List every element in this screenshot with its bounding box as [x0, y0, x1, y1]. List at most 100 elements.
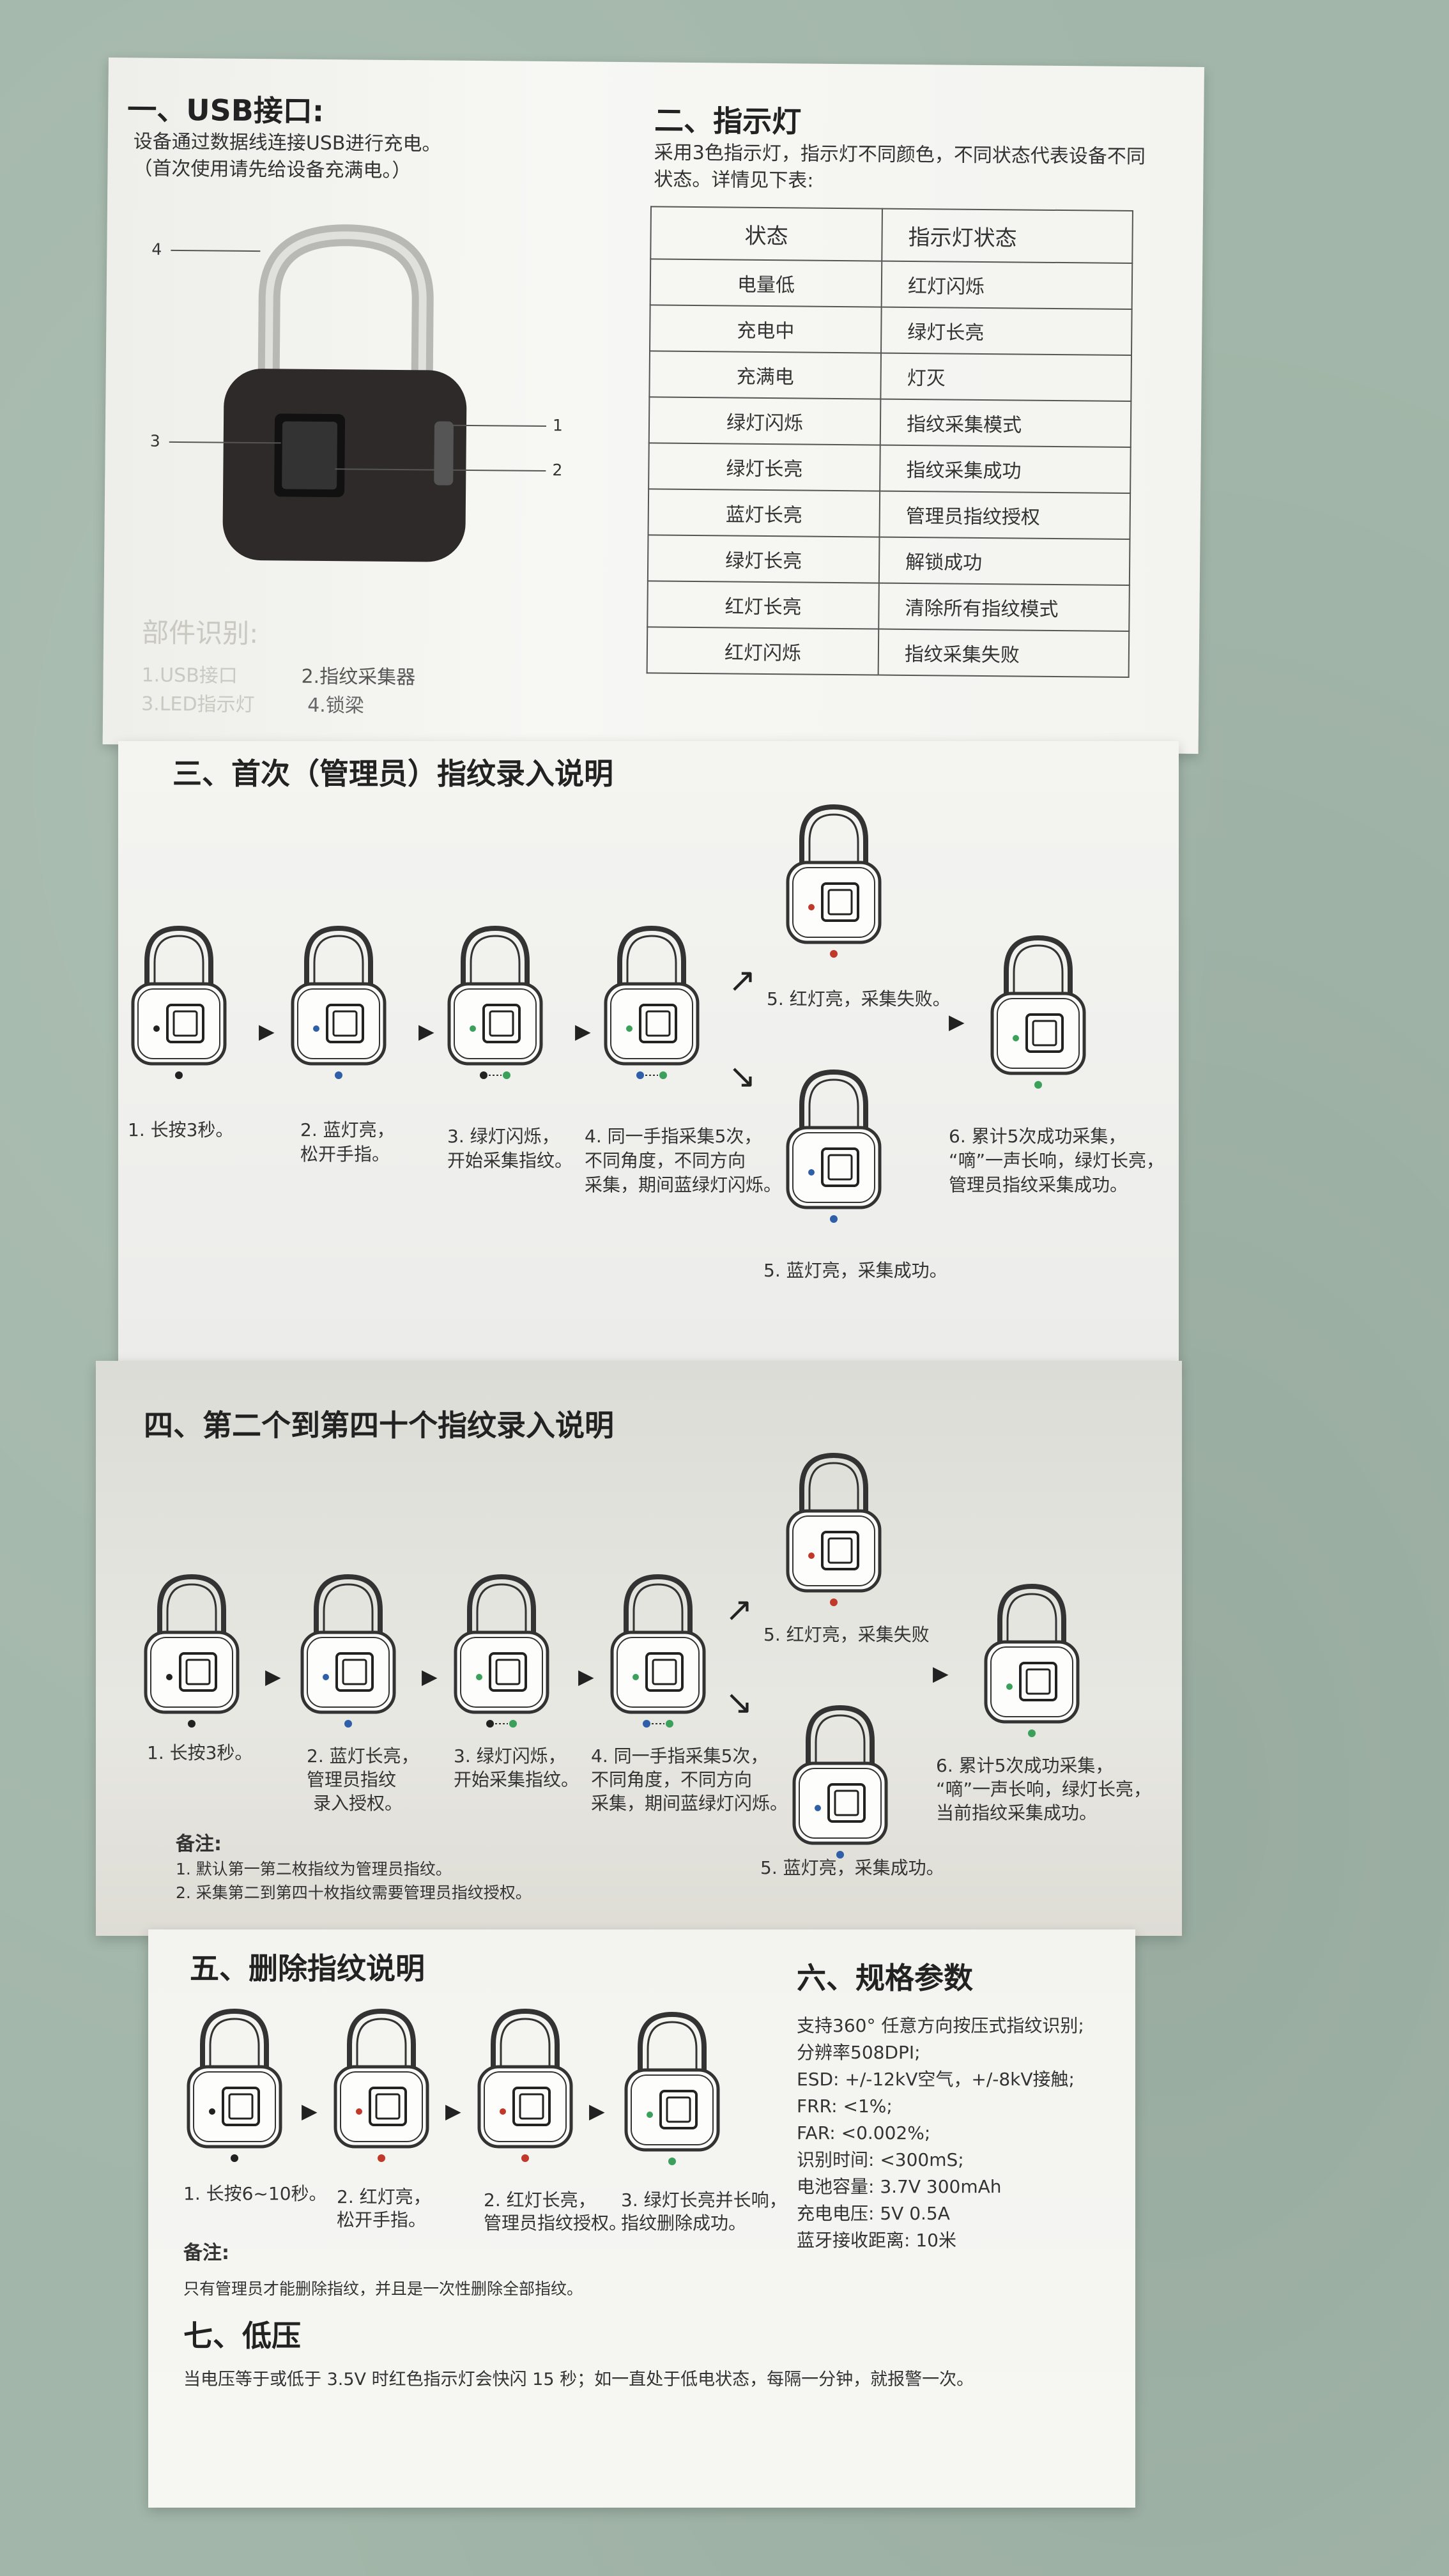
parts-title: 部件识别:: [141, 617, 259, 650]
table-row: 红灯长亮清除所有指纹模式: [647, 581, 1130, 631]
row-state: 绿灯闪烁: [648, 397, 881, 445]
section-indicator-title: 二、指示灯: [654, 103, 802, 139]
arrow-right-icon: ▶: [933, 1661, 949, 1685]
step-3-line2: 开始采集指纹。: [447, 1150, 573, 1171]
step-1: 1. 长按6~10秒。: [183, 2183, 327, 2204]
step-4-line2: 不同角度，不同方向: [591, 1769, 753, 1790]
table-row: 绿灯长亮解锁成功: [647, 535, 1130, 585]
step-4-line1: 4. 同一手指采集5次，: [591, 1745, 769, 1767]
arrow-right-icon: ▶: [445, 2099, 461, 2123]
lock-icon: [981, 1581, 1083, 1741]
part-3: 3.LED指示灯: [141, 693, 255, 717]
step-1: 1. 长按3秒。: [147, 1742, 253, 1763]
step-6-line2: “嘀”一声长响，绿灯长亮，: [936, 1779, 1152, 1800]
lock-icon: [141, 1572, 243, 1731]
arrow-right-icon: ▶: [422, 1664, 438, 1689]
delete-note-title: 备注:: [183, 2242, 229, 2264]
step-6-line1: 6. 累计5次成功采集，: [949, 1126, 1126, 1147]
section-more-enroll-title: 四、第二个到第四十个指纹录入说明: [144, 1408, 614, 1443]
row-light: 指纹采集失败: [878, 629, 1130, 677]
lock-icon: [601, 923, 703, 1083]
row-light: 解锁成功: [878, 537, 1130, 585]
arrow-right-icon: ▶: [302, 2099, 318, 2123]
lock-icon: [607, 1572, 709, 1731]
step-5-fail: 5. 红灯亮，采集失败。: [767, 988, 951, 1009]
spec-item: FRR: <1%;: [797, 2096, 893, 2117]
callout-4: 4: [151, 240, 162, 259]
step-4-line2: 不同角度，不同方向: [585, 1150, 746, 1171]
row-light: 红灯闪烁: [881, 261, 1133, 309]
step-5-success: 5. 蓝灯亮，采集成功。: [760, 1857, 944, 1878]
part-2: 2.指纹采集器: [301, 665, 416, 689]
table-row: 充满电灯灭: [649, 351, 1131, 401]
arrow-down-right-icon: ↘: [728, 1057, 756, 1096]
row-light: 清除所有指纹模式: [878, 583, 1130, 631]
spec-item: 识别时间: <300mS;: [797, 2149, 964, 2170]
note-1: 1. 默认第一第二枚指纹为管理员指纹。: [176, 1860, 452, 1878]
lock-icon: [330, 2006, 433, 2166]
step-3-line1: 3. 绿灯闪烁，: [447, 1126, 560, 1147]
indicator-desc-2: 状态。详情见下表:: [654, 168, 814, 192]
arrow-right-icon: ▶: [949, 1009, 965, 1034]
step-1: 1. 长按3秒。: [128, 1119, 234, 1140]
step-6-line3: 管理员指纹采集成功。: [949, 1174, 1128, 1195]
lock-icon: [621, 2009, 723, 2169]
part-1: 1.USB接口: [141, 664, 238, 687]
arrow-down-right-icon: ↘: [725, 1683, 753, 1722]
row-light: 绿灯长亮: [881, 307, 1132, 355]
lock-icon: [783, 1450, 885, 1610]
spec-item: 电池容量: 3.7V 300mAh: [797, 2176, 1002, 2197]
part-4: 4.锁梁: [307, 694, 364, 717]
usb-desc-2: （首次使用请先给设备充满电。）: [133, 157, 411, 183]
arrow-right-icon: ▶: [575, 1019, 591, 1043]
row-state: 红灯闪烁: [647, 627, 879, 675]
step-6-line1: 6. 累计5次成功采集，: [936, 1755, 1114, 1776]
lock-icon: [288, 923, 390, 1083]
panel-first-enroll: 三、首次（管理员）指纹录入说明 ▶ ▶ ▶: [118, 741, 1179, 1367]
arrow-up-right-icon: ↗: [725, 1591, 753, 1629]
row-state: 红灯长亮: [647, 581, 879, 629]
panel-usb-indicator: 一、USB接口: 设备通过数据线连接USB进行充电。 （首次使用请先给设备充满电…: [102, 57, 1204, 754]
section-usb-title: 一、USB接口:: [127, 92, 325, 128]
lock-icon: [789, 1703, 891, 1862]
step-2-line3: 录入授权。: [313, 1793, 403, 1814]
step-4-line3: 采集，期间蓝绿灯闪烁。: [591, 1793, 788, 1814]
step-5-fail: 5. 红灯亮，采集失败: [763, 1624, 930, 1645]
table-row: 红灯闪烁指纹采集失败: [647, 627, 1130, 677]
lock-icon: [444, 923, 546, 1083]
header-light-state: 指示灯状态: [882, 208, 1133, 263]
note-2: 2. 采集第二到第四十枚指纹需要管理员指纹授权。: [176, 1883, 532, 1902]
row-state: 充满电: [649, 351, 882, 399]
step-2-line1: 2. 蓝灯长亮，: [307, 1745, 419, 1767]
step-2-line1: 2. 红灯亮，: [337, 2186, 431, 2207]
lock-icon: [987, 933, 1089, 1092]
row-state: 充电中: [650, 305, 882, 353]
arrow-right-icon: ▶: [418, 1019, 434, 1043]
arrow-right-icon: ▶: [259, 1019, 275, 1043]
row-state: 电量低: [650, 259, 882, 307]
callout-2: 2: [552, 461, 563, 480]
row-state: 绿灯长亮: [648, 443, 880, 491]
row-state: 绿灯长亮: [647, 535, 880, 583]
row-light: 灯灭: [880, 353, 1131, 401]
arrow-right-icon: ▶: [578, 1664, 594, 1689]
callout-1: 1: [552, 416, 564, 435]
table-row: 绿灯闪烁指纹采集模式: [648, 397, 1131, 447]
row-light: 管理员指纹授权: [879, 491, 1131, 539]
lock-icon: [183, 2006, 286, 2166]
row-light: 指纹采集模式: [880, 399, 1131, 447]
table-row: 电量低红灯闪烁: [650, 259, 1133, 309]
specs-list: 支持360° 任意方向按压式指纹识别; 分辨率508DPI; ESD: +/-1…: [797, 2012, 1084, 2254]
indicator-table: 状态 指示灯状态 电量低红灯闪烁 充电中绿灯长亮 充满电灯灭 绿灯闪烁指纹采集模…: [647, 206, 1133, 678]
spec-item: 充电电压: 5V 0.5A: [797, 2203, 950, 2224]
lock-icon: [128, 923, 230, 1083]
step-6-line2: “嘀”一声长响，绿灯长亮，: [949, 1150, 1165, 1171]
step-4-line3: 采集，期间蓝绿灯闪烁。: [585, 1174, 782, 1195]
step-2-line2: 松开手指。: [337, 2209, 427, 2230]
section-low-voltage-title: 七、低压: [183, 2319, 301, 2353]
step-4-line2: 指纹删除成功。: [621, 2212, 747, 2234]
table-header: 状态 指示灯状态: [650, 206, 1133, 263]
table-row: 绿灯长亮指纹采集成功: [648, 443, 1131, 493]
lock-icon: [474, 2006, 576, 2166]
step-4-line1: 3. 绿灯长亮并长响，: [621, 2189, 787, 2211]
